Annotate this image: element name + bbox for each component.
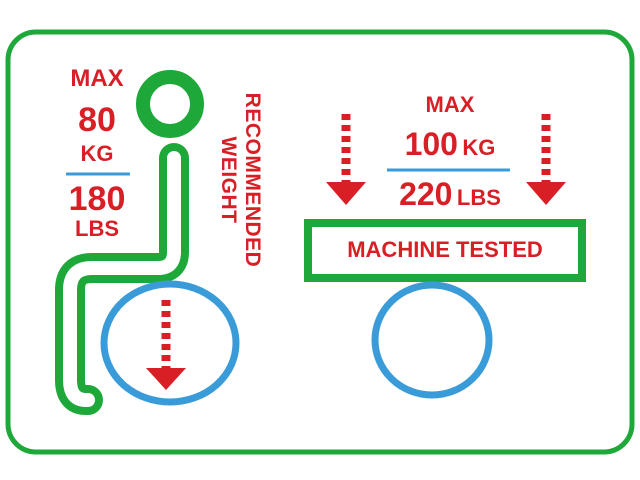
seated-person-icon [55,70,204,415]
left-kg-value: 80 [78,101,116,139]
down-arrow-icon [526,114,566,205]
left-kg-unit: KG [80,141,114,166]
right-kg-value: 100 [404,126,458,162]
right-max-label: MAX [425,92,475,117]
left-max-label: MAX [70,65,124,92]
right-lbs-unit: LBS [456,185,501,210]
right-lbs-value: 220 [399,176,453,212]
caption-line-weight: WEIGHT [217,136,240,224]
down-arrow-icon [326,114,366,205]
machine-tested-box [304,219,586,282]
left-lbs-value: 180 [68,180,126,218]
caption-line-recommended: RECOMMENDED [241,92,264,268]
down-arrow-icon [146,300,186,390]
machine-tested-label: MACHINE TESTED [347,237,543,262]
left-lbs-unit: LBS [75,216,119,241]
right-kg-unit: KG [462,135,496,160]
sign-border [5,29,635,455]
right-lbs-row: 220 LBS [370,178,530,210]
wheel-icon [371,281,493,399]
wheel-icon [100,280,240,406]
recommended-weight-caption: RECOMMENDED WEIGHT [216,93,264,268]
right-kg-row: 100 KG [370,128,530,160]
